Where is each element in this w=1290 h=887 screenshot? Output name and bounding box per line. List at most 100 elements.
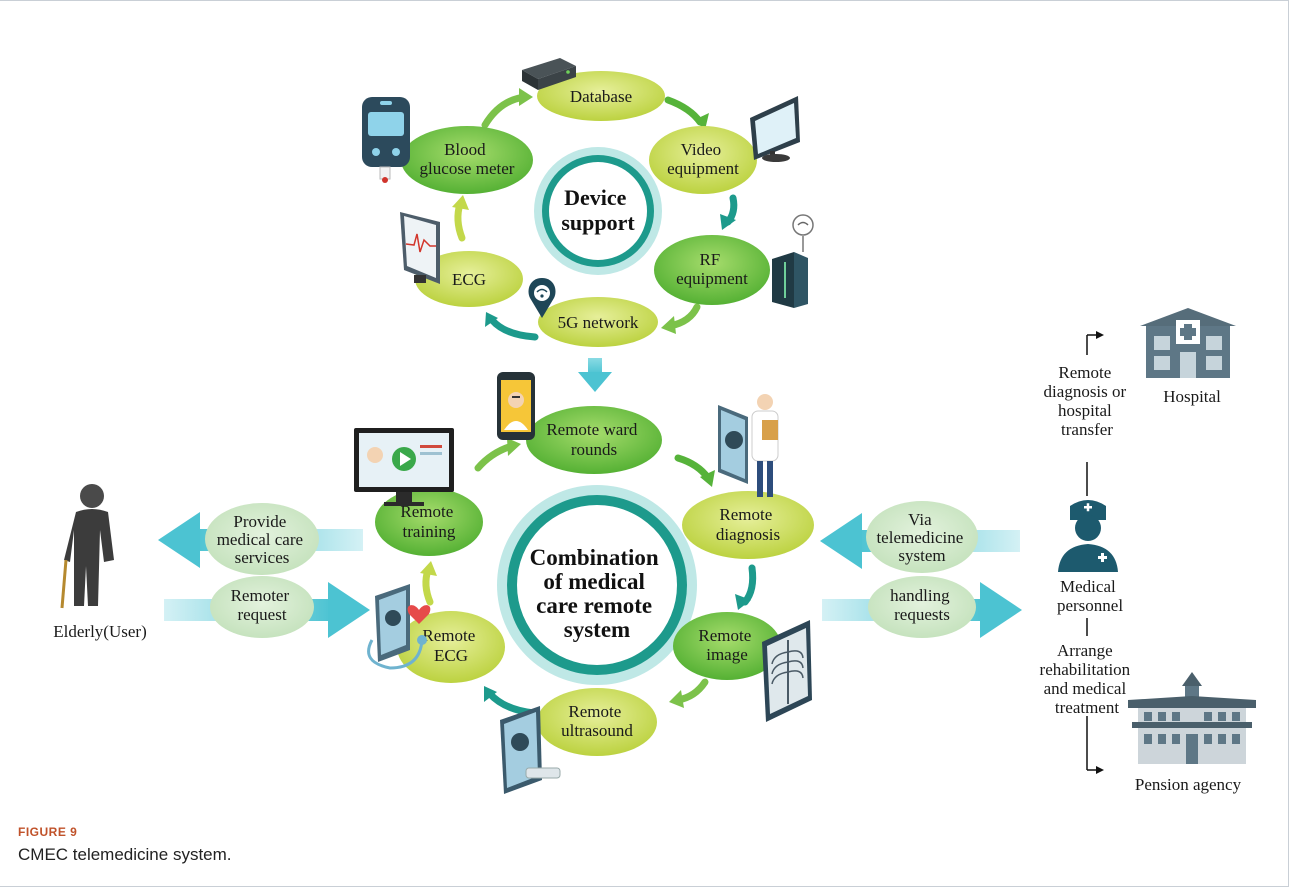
svg-text:Device support: Device support: [561, 185, 635, 235]
node-diagnosis-line-1: Remote: [719, 505, 772, 524]
svg-text:Via telemedicine s: Via telemedicine system: [876, 510, 967, 565]
svg-text:handling requests: handling requests: [890, 586, 954, 624]
arrow-training-to-ward: [474, 442, 516, 472]
elderly-user-icon: [60, 484, 114, 609]
xray-icon: [762, 620, 812, 722]
handling-requests-bubble: handling requests: [868, 576, 976, 638]
glucose-meter-icon: [362, 97, 410, 183]
node-rf-line-2: equipment: [676, 269, 748, 288]
svg-text:Blood glucose meter: Blood glucose meter: [420, 140, 515, 178]
stethoscope-tablet-icon: [367, 584, 431, 670]
svg-text:Remote diagnosis: Remote diagnosis: [716, 505, 780, 544]
monitor-icon: [750, 96, 800, 162]
node-blood-glucose-meter: Blood glucose meter: [401, 126, 533, 194]
ultrasound-tablet-icon: [500, 706, 561, 794]
system-center-line-4: system: [564, 617, 630, 642]
node-network-label: 5G network: [558, 313, 639, 332]
elderly-user-label: Elderly(User): [53, 622, 146, 641]
to-hospital-label: Remote diagnosis or hospital transfer: [1044, 363, 1131, 439]
request-line-1: Remoter: [231, 586, 290, 605]
arrow-ultrasound-to-ecg: [486, 690, 538, 717]
provide-services-bubble: Provide medical care services: [205, 503, 319, 575]
arrow-ward-to-diagnosis: [674, 454, 712, 482]
node-remote-ecg-line-1: Remote: [422, 626, 475, 645]
arrow-ecg-to-training: [422, 566, 434, 606]
system-center-line-2: of medical: [543, 569, 645, 594]
svg-text:Remoter request: Remoter request: [231, 586, 294, 624]
combination-system-center: Combination of medical care remote syste…: [497, 485, 697, 685]
via-telemedicine-bubble: Via telemedicine system: [866, 501, 978, 573]
arrow-network-to-ecg: [488, 316, 539, 341]
node-rf-equipment: RF equipment: [654, 235, 770, 305]
svg-text:Remote training: Remote training: [400, 502, 457, 541]
training-monitor-icon: [354, 428, 454, 506]
handling-line-2: requests: [894, 605, 950, 624]
node-database-label: Database: [570, 87, 632, 106]
node-ecg: ECG: [415, 251, 523, 307]
svg-text:Remote image: Remote image: [698, 626, 755, 664]
node-video-line-1: Video: [681, 140, 722, 159]
remoter-request-bubble: Remoter request: [210, 576, 314, 638]
svg-text:Remote ward rounds: Remote ward rounds: [546, 420, 641, 459]
ecg-monitor-icon: [400, 212, 440, 284]
system-center-line-3: care remote: [536, 593, 652, 618]
medical-personnel-label: Medical personnel: [1057, 577, 1123, 615]
rf-tower-icon: [772, 214, 814, 308]
svg-text:Video equipment: Video equipment: [667, 140, 739, 178]
svg-text:RF equipment: RF equipment: [676, 250, 748, 288]
svg-text:5G network: 5G network: [558, 313, 639, 332]
svg-text:Provide medical care: Provide medical care services: [217, 512, 308, 567]
node-diagnosis-line-2: diagnosis: [716, 525, 780, 544]
pension-agency-building-icon: [1128, 672, 1256, 764]
node-training-line-1: Remote: [400, 502, 453, 521]
node-video-line-2: equipment: [667, 159, 739, 178]
down-arrow-icon: [578, 358, 612, 392]
node-ecg-label: ECG: [452, 270, 486, 289]
medical-personnel-icon: [1058, 500, 1118, 572]
system-center-line-1: Combination: [530, 545, 659, 570]
provide-line-3: services: [235, 548, 290, 567]
node-remote-diagnosis: Remote diagnosis: [682, 491, 814, 559]
device-cycle-arrows: [452, 88, 738, 341]
arrow-database-to-video: [664, 96, 704, 126]
node-remote-training: Remote training: [375, 488, 483, 556]
node-ultrasound-line-1: Remote: [568, 702, 621, 721]
server-box-icon: [522, 58, 576, 90]
svg-text:Database: Database: [570, 87, 632, 106]
via-line-1: Via: [908, 510, 932, 529]
node-training-line-2: training: [403, 522, 456, 541]
smartphone-doctor-icon: [497, 372, 535, 440]
node-database: Database: [537, 71, 665, 121]
doctor-tablet-icon: [718, 394, 779, 497]
hospital-label: Hospital: [1163, 387, 1221, 406]
figure-caption: CMEC telemedicine system.: [18, 845, 232, 864]
node-ward-line-1: Remote ward: [546, 420, 638, 439]
svg-text:ECG: ECG: [452, 270, 486, 289]
node-remote-ultrasound: Remote ultrasound: [537, 688, 657, 756]
device-support-center: Device support: [534, 147, 662, 275]
arrow-ecg-to-glucose: [454, 200, 466, 242]
provide-line-1: Provide: [233, 512, 286, 531]
node-image-line-1: Remote: [698, 626, 751, 645]
svg-text:Remote ultrasound: Remote ultrasound: [561, 702, 633, 740]
node-ultrasound-line-2: ultrasound: [561, 721, 633, 740]
to-pension-label: Arrange rehabilitation and medical treat…: [1040, 641, 1135, 717]
svg-text:Combination of medical: Combination of medical care remote syste…: [530, 545, 665, 642]
personnel-connectors: [1086, 331, 1104, 774]
via-line-3: system: [898, 546, 945, 565]
hospital-building-icon: [1140, 308, 1236, 378]
via-line-2: telemedicine: [876, 528, 963, 547]
request-line-2: request: [237, 605, 286, 624]
figure-tag: FIGURE 9: [18, 825, 78, 839]
node-5g-network: 5G network: [538, 297, 658, 347]
pension-agency-label: Pension agency: [1135, 775, 1242, 794]
device-center-line-1: Device: [564, 185, 627, 210]
node-video-equipment: Video equipment: [649, 126, 757, 194]
node-remote-ward-rounds: Remote ward rounds: [526, 406, 662, 474]
node-glucose-line-1: Blood: [444, 140, 486, 159]
node-ward-line-2: rounds: [571, 440, 617, 459]
node-glucose-line-2: glucose meter: [420, 159, 515, 178]
location-pin-icon: [528, 278, 556, 318]
device-center-line-2: support: [561, 210, 635, 235]
